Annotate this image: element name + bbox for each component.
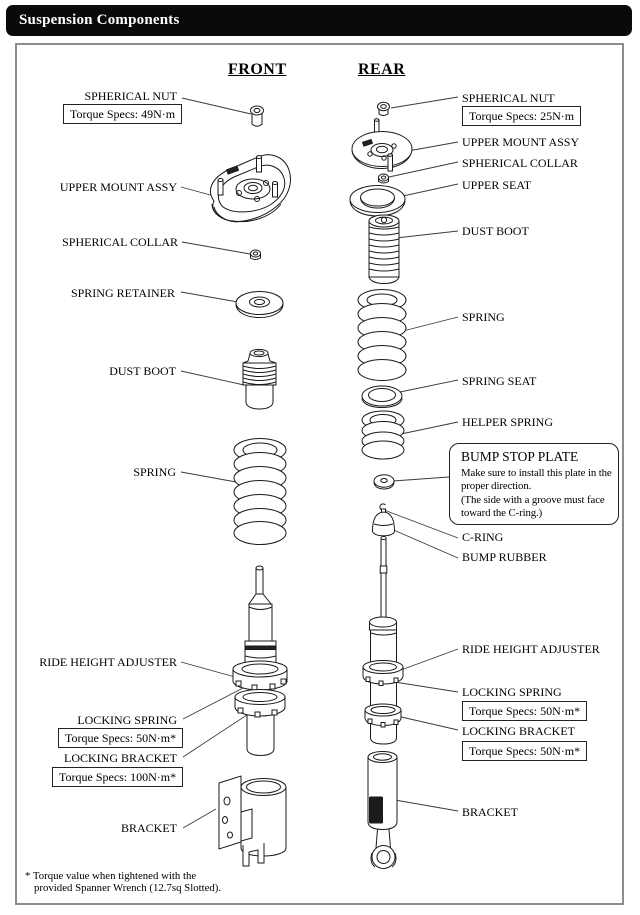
- rear-bump-stop-plate-drawing: [373, 474, 395, 490]
- rear-upper-seat-label: UPPER SEAT: [462, 178, 532, 192]
- rear-locking-spring-label: LOCKING SPRING: [462, 685, 562, 699]
- rear-dust-boot-drawing: [368, 214, 400, 285]
- front-spring-drawing: [233, 438, 287, 545]
- front-spherical-collar-label: SPHERICAL COLLAR: [62, 235, 178, 249]
- torque-footnote-line2: provided Spanner Wrench (12.7sq Slotted)…: [34, 882, 222, 894]
- rear-spherical-nut-drawing: [377, 101, 390, 116]
- front-shock-absorber-drawing: [232, 565, 288, 757]
- rear-locking-bracket-label: LOCKING BRACKET: [462, 724, 575, 738]
- front-spherical-nut-torque-box: Torque Specs: 49N·m: [63, 104, 183, 124]
- rear-spherical-nut-label: SPHERICAL NUT: [462, 91, 555, 105]
- rear-helper-spring-label: HELPER SPRING: [462, 415, 554, 429]
- rear-bracket-label: BRACKET: [462, 805, 519, 819]
- front-spring-retainer-drawing: [235, 291, 284, 319]
- rear-spring-seat-label: SPRING SEAT: [462, 374, 537, 388]
- bump-stop-plate-title: BUMP STOP PLATE: [461, 449, 579, 464]
- rear-column-heading: REAR: [358, 61, 406, 78]
- front-spherical-collar-drawing: [250, 249, 261, 260]
- front-ride-height-adjuster-label: RIDE HEIGHT ADJUSTER: [39, 655, 177, 669]
- rear-spring-drawing: [357, 289, 407, 381]
- rear-spring-seat-drawing: [361, 385, 403, 409]
- rear-c-ring-label: C-RING: [462, 530, 504, 544]
- rear-bump-rubber-label: BUMP RUBBER: [462, 550, 547, 564]
- torque-footnote-line1: * Torque value when tightened with the: [25, 870, 197, 882]
- rear-spherical-collar-label: SPHERICAL COLLAR: [462, 156, 578, 170]
- bump-stop-plate-note-line3: (The side with a groove must face: [461, 493, 605, 506]
- front-spring-label: SPRING: [133, 465, 176, 479]
- rear-upper-mount-drawing: [351, 118, 413, 172]
- bump-stop-plate-note-line1: Make sure to install this plate in the: [461, 467, 612, 479]
- front-dust-boot-label: DUST BOOT: [109, 364, 176, 378]
- bump-stop-plate-note-line4: toward the C-ring.): [461, 507, 543, 520]
- front-upper-mount-drawing: [210, 154, 291, 223]
- rear-upper-seat-drawing: [349, 185, 406, 217]
- front-locking-bracket-label: LOCKING BRACKET: [64, 751, 177, 765]
- front-locking-bracket-torque-box: Torque Specs: 100N·m*: [52, 767, 184, 787]
- rear-bump-rubber-drawing: [372, 508, 395, 537]
- rear-dust-boot-label: DUST BOOT: [462, 224, 529, 238]
- rear-spherical-collar-drawing: [378, 173, 389, 184]
- rear-upper-mount-label: UPPER MOUNT ASSY: [462, 135, 580, 149]
- bump-stop-plate-callout: BUMP STOP PLATE Make sure to install thi…: [449, 443, 619, 525]
- front-upper-mount-label: UPPER MOUNT ASSY: [59, 180, 177, 194]
- page-title: Suspension Components: [6, 5, 632, 36]
- front-dust-boot-drawing: [242, 348, 277, 410]
- front-bracket-drawing: [218, 775, 287, 867]
- front-column-heading: FRONT: [228, 61, 287, 78]
- rear-locking-bracket-torque-box: Torque Specs: 50N·m*: [462, 741, 588, 761]
- rear-spring-label: SPRING: [462, 310, 505, 324]
- rear-bracket-drawing: [367, 751, 398, 869]
- rear-shock-absorber-drawing: [362, 535, 404, 745]
- front-spring-retainer-label: SPRING RETAINER: [70, 286, 175, 300]
- front-spherical-nut-label: SPHERICAL NUT: [84, 89, 177, 103]
- leader-lines: [180, 96, 459, 829]
- front-bracket-label: BRACKET: [120, 821, 177, 835]
- rear-spherical-nut-torque-box: Torque Specs: 25N·m: [462, 106, 582, 126]
- rear-helper-spring-drawing: [361, 410, 405, 460]
- front-locking-spring-torque-box: Torque Specs: 50N·m*: [58, 728, 184, 748]
- rear-ride-height-adjuster-label: RIDE HEIGHT ADJUSTER: [462, 642, 600, 656]
- front-spherical-nut-drawing: [250, 105, 264, 127]
- rear-locking-spring-torque-box: Torque Specs: 50N·m*: [462, 701, 588, 721]
- bump-stop-plate-note-line2: proper direction.: [461, 480, 532, 493]
- front-locking-spring-label: LOCKING SPRING: [77, 713, 177, 727]
